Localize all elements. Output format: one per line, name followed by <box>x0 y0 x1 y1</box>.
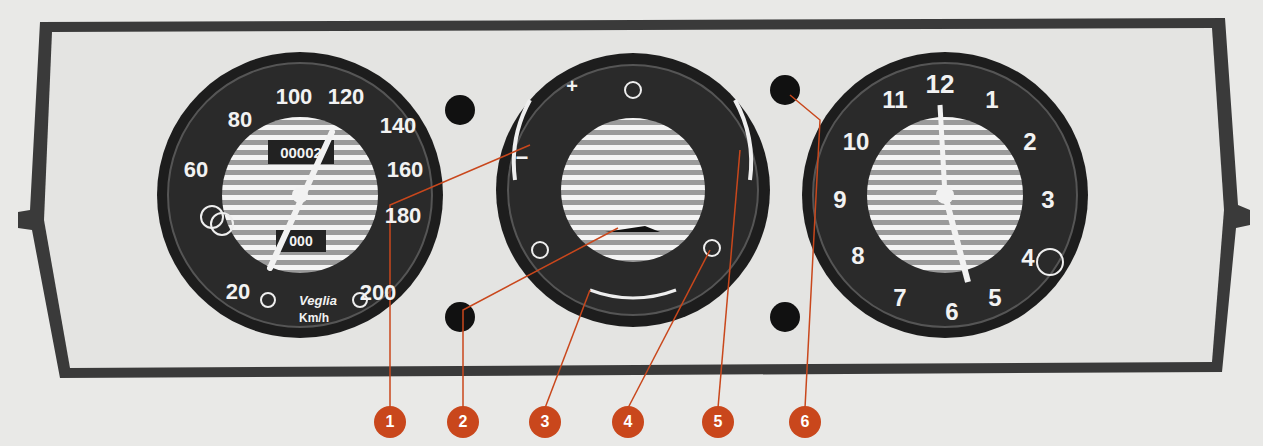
clock-number: 5 <box>988 286 1001 310</box>
speed-number: 80 <box>228 109 252 131</box>
speed-number: 180 <box>385 205 422 227</box>
gauge-symbol: + <box>566 76 578 96</box>
clock-number: 3 <box>1041 188 1054 212</box>
odometer-digits: 00002 <box>280 145 322 160</box>
clock-number: 1 <box>985 88 998 112</box>
clock-number: 4 <box>1021 246 1034 270</box>
clock-number: 8 <box>851 244 864 268</box>
clock-number: 6 <box>945 300 958 324</box>
clock-number: 7 <box>893 286 906 310</box>
callout-number: 6 <box>789 406 821 438</box>
clock-number: 9 <box>833 188 846 212</box>
unit-label: Km/h <box>299 312 329 324</box>
speed-number: 20 <box>226 281 250 303</box>
speed-number: 160 <box>387 159 424 181</box>
callout-number: 5 <box>702 406 734 438</box>
gauge-symbol: − <box>516 147 529 169</box>
clock-number: 12 <box>926 71 955 97</box>
speed-number: 120 <box>328 86 365 108</box>
clock-number: 10 <box>843 130 870 154</box>
callout-number: 2 <box>447 406 479 438</box>
speed-number: 140 <box>380 115 417 137</box>
trip-digits: 000 <box>289 234 312 248</box>
callout-number: 4 <box>612 406 644 438</box>
speed-number: 60 <box>184 159 208 181</box>
clock-number: 11 <box>882 88 907 112</box>
speed-number: 100 <box>276 86 313 108</box>
speed-number: 200 <box>360 282 397 304</box>
clock-number: 2 <box>1023 130 1036 154</box>
brand-logo: Veglia <box>299 294 337 307</box>
callout-number: 1 <box>374 406 406 438</box>
callout-number: 3 <box>529 406 561 438</box>
